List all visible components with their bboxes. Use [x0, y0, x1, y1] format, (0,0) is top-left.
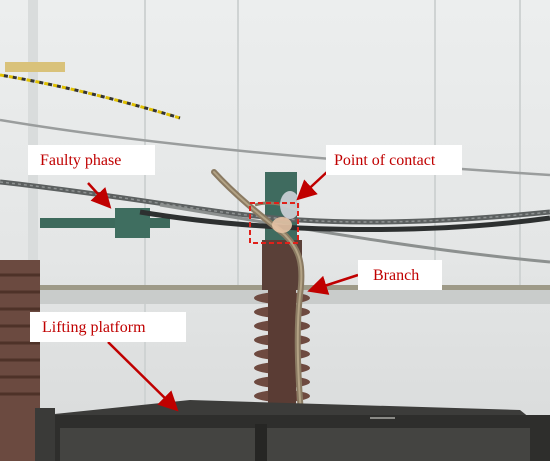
branch-label: Branch — [358, 260, 442, 290]
point-of-contact-label: Point of contact — [326, 145, 462, 175]
contact-burn — [280, 191, 300, 219]
clamp-hardware — [40, 218, 170, 228]
black-cable — [139, 209, 550, 232]
left-insulator-sheds — [0, 273, 40, 396]
warning-rope — [0, 73, 181, 120]
contact-arrow — [296, 171, 328, 201]
lifting-platform-label: Lifting platform — [30, 312, 186, 342]
lower-cable — [159, 203, 550, 264]
left-pole — [28, 0, 38, 461]
lifting-platform-arrow — [107, 341, 179, 412]
faulty-phase-arrow — [87, 182, 112, 209]
branch-arrow — [307, 273, 359, 295]
faulty-phase-label: Faulty phase — [28, 145, 155, 175]
contact-highlight-box — [249, 202, 299, 244]
yellow-marker — [5, 62, 65, 72]
